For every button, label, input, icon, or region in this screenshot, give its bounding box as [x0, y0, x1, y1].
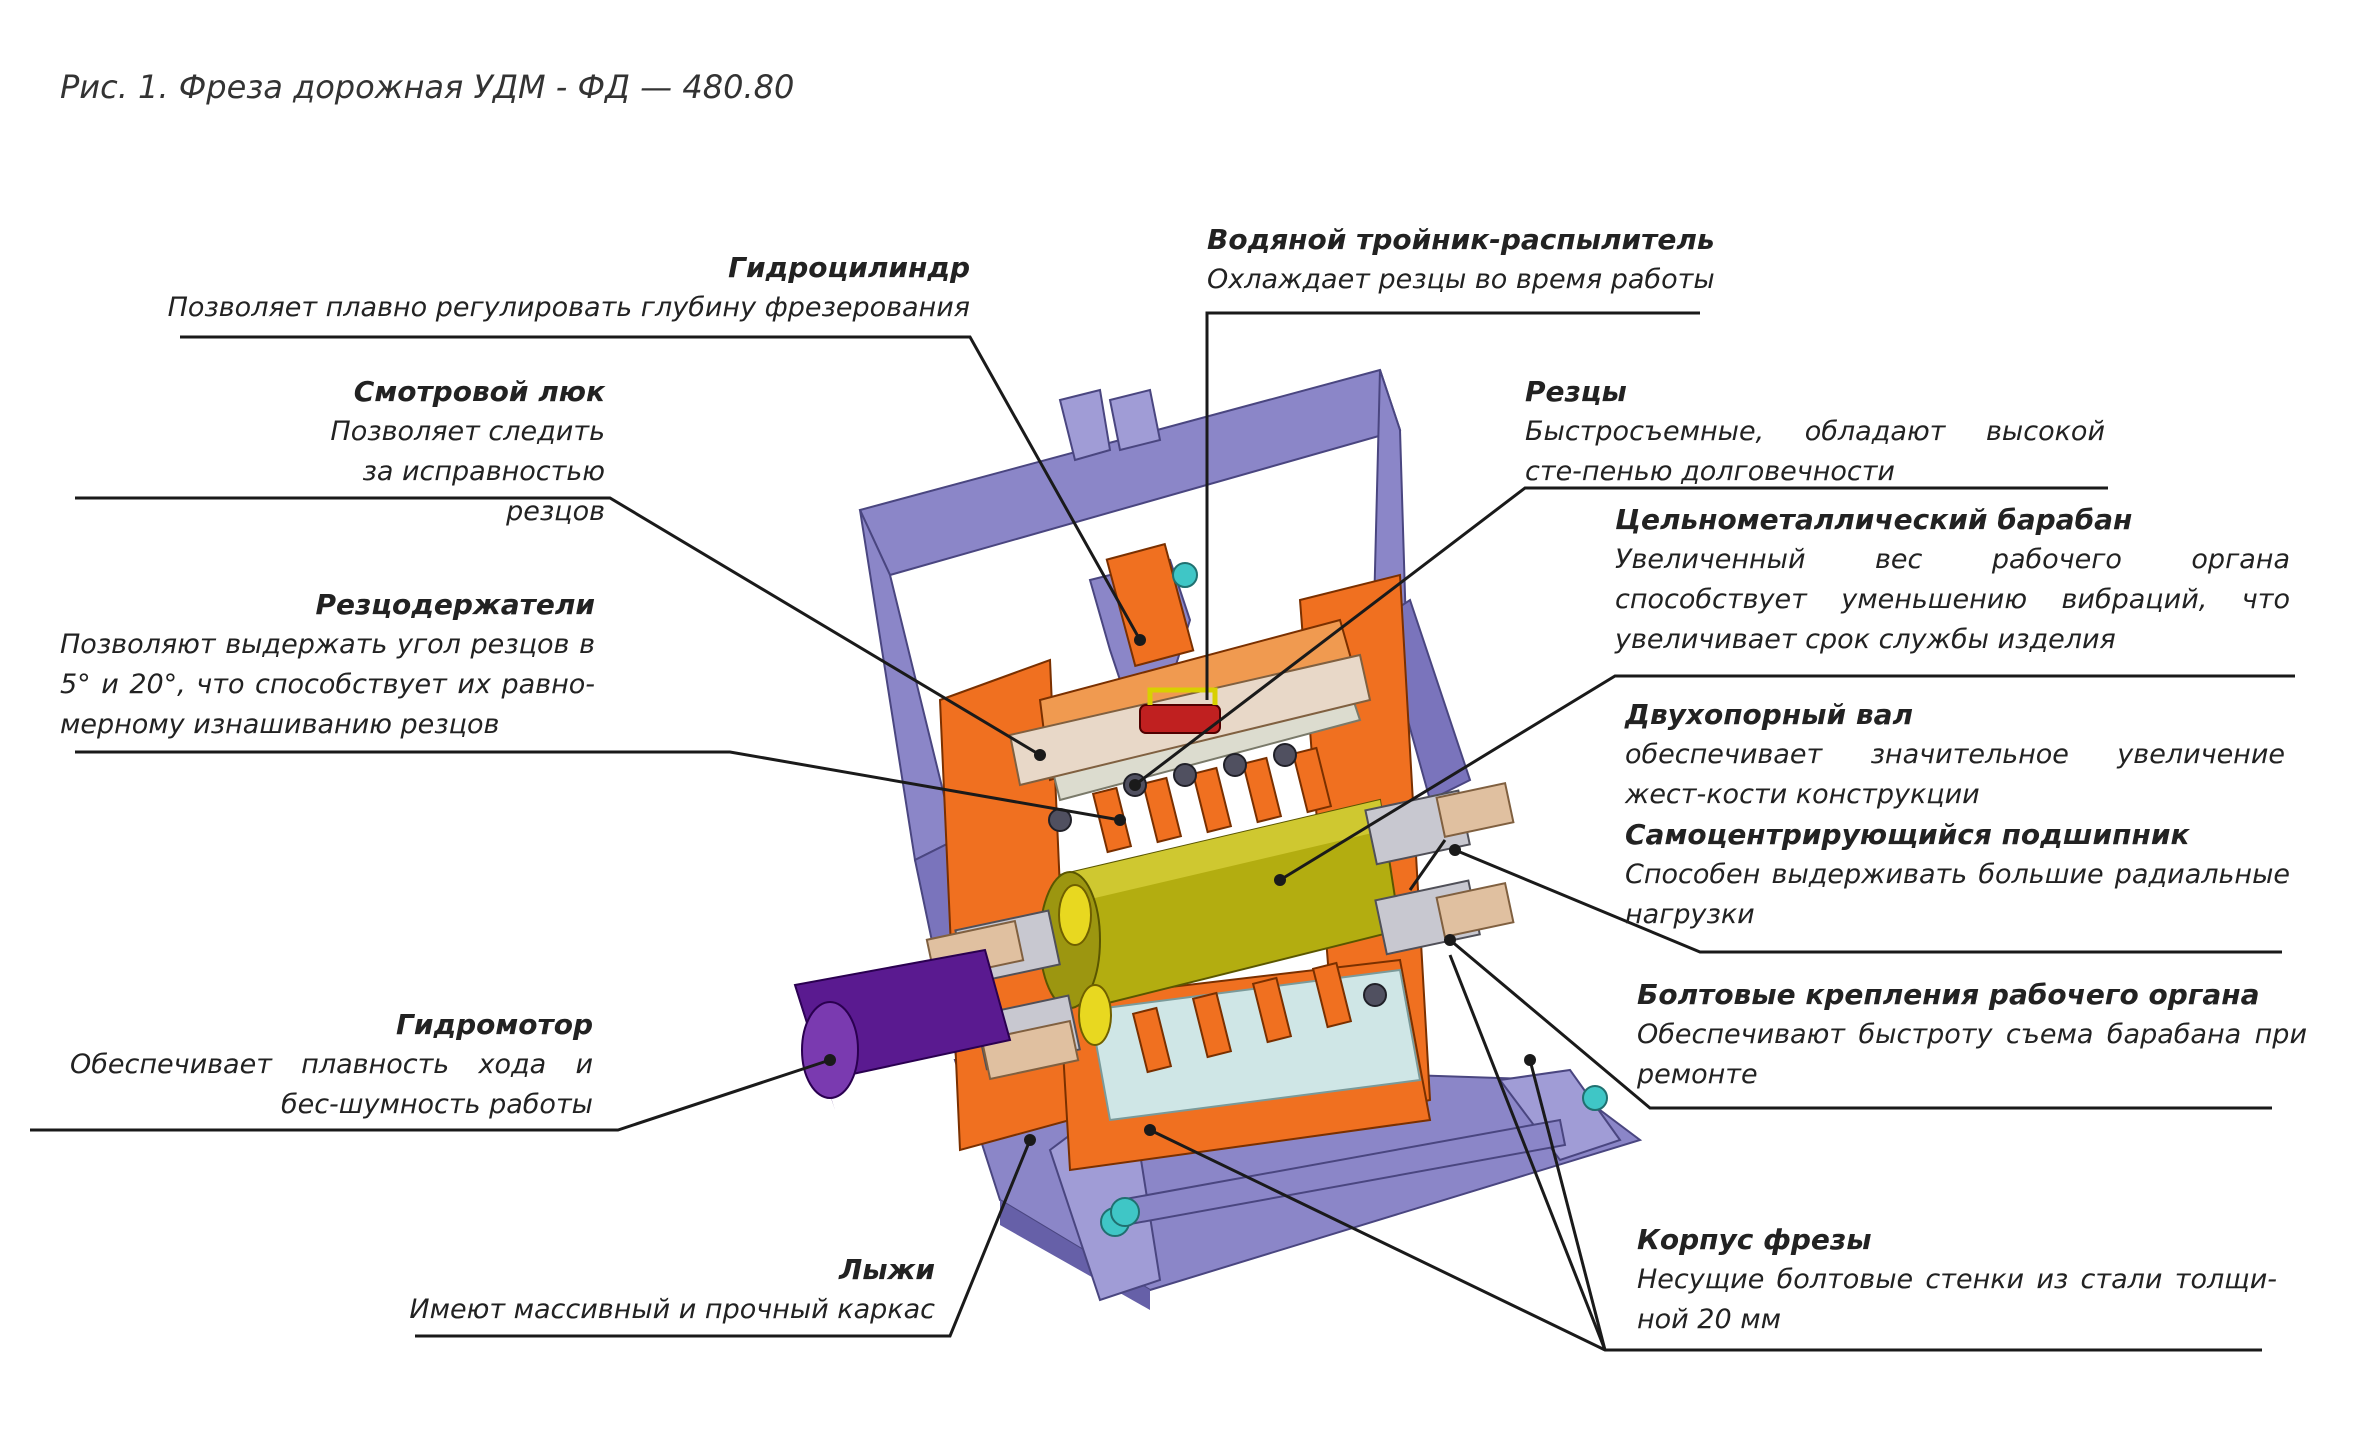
- label-title: Болтовые крепления рабочего органа: [1637, 978, 2260, 1011]
- label-desc: обеспечивает значительное увеличение жес…: [1625, 739, 2285, 810]
- leader-korpus-b: [1448, 954, 1607, 1351]
- label-vodyanoy: Водяной тройник-распылитель Охлаждает ре…: [1207, 220, 1727, 300]
- label-val: Двухопорный вал обеспечивает значительно…: [1625, 695, 2285, 815]
- label-title: Корпус фрезы: [1637, 1223, 1872, 1256]
- cutters: [1048, 743, 1387, 1007]
- leader-gidrocilindr: [180, 335, 1142, 641]
- label-title: Цельнометаллический барабан: [1615, 503, 2133, 536]
- label-lyzhi: Лыжи Имеют массивный и прочный каркас: [400, 1250, 935, 1330]
- leader-korpus-c: [1528, 1059, 1607, 1351]
- leader-gidromotor: [30, 1058, 831, 1132]
- leader-rezcoderzh: [75, 750, 1121, 822]
- label-desc: Охлаждает резцы во время работы: [1207, 264, 1715, 295]
- label-smotrovoy: Смотровой люк Позволяет следить за испра…: [60, 372, 605, 532]
- label-desc: Несущие болтовые стенки из стали толщи-н…: [1637, 1264, 2277, 1335]
- leader-vodyanoy: [1205, 311, 1700, 700]
- label-rezcy: Резцы Быстросъемные, обладают высокой ст…: [1525, 372, 2105, 492]
- leader-val: [1408, 839, 1447, 891]
- label-desc: Позволяет следить за исправностью резцов: [330, 416, 605, 527]
- label-desc: Обеспечивает плавность хода и бес-шумнос…: [70, 1049, 593, 1120]
- label-podshipnik: Самоцентрирующийся подшипник Способен вы…: [1625, 815, 2290, 935]
- label-title: Лыжи: [838, 1253, 935, 1286]
- label-desc: Позволяет плавно регулировать глубину фр…: [167, 292, 970, 323]
- label-title: Двухопорный вал: [1625, 698, 1913, 731]
- label-desc: Обеспечивают быстроту съема барабана при…: [1637, 1019, 2307, 1090]
- label-rezcoderzh: Резцодержатели Позволяют выдержать угол …: [60, 585, 595, 745]
- label-desc: Быстросъемные, обладают высокой сте-пень…: [1525, 416, 2105, 487]
- label-desc: Имеют массивный и прочный каркас: [409, 1294, 935, 1325]
- label-desc: Способен выдерживать большие радиальные …: [1625, 859, 2290, 930]
- label-desc: Увеличенный вес рабочего органа способст…: [1615, 544, 2290, 655]
- leader-smotrovoy: [75, 496, 1041, 757]
- label-title: Резцы: [1525, 375, 1627, 408]
- leader-dots: [824, 634, 1536, 1146]
- label-desc: Позволяют выдержать угол резцов в 5° и 2…: [60, 629, 595, 740]
- leader-lyzhi: [415, 1139, 1032, 1338]
- lower-roller: [1110, 1118, 1567, 1227]
- leader-lines: [30, 311, 2295, 1352]
- hydraulic-motor: [793, 948, 1012, 1110]
- label-gidrocilindr: Гидроцилиндр Позволяет плавно регулирова…: [150, 248, 970, 328]
- label-title: Гидроцилиндр: [728, 251, 970, 284]
- figure-caption: Рис. 1. Фреза дорожная УДМ - ФД — 480.80: [60, 68, 795, 106]
- label-title: Гидромотор: [396, 1008, 593, 1041]
- label-title: Водяной тройник-распылитель: [1207, 223, 1715, 256]
- label-baraban: Цельнометаллический барабан Увеличенный …: [1615, 500, 2290, 660]
- label-title: Самоцентрирующийся подшипник: [1625, 818, 2190, 851]
- leader-baraban: [1279, 674, 2295, 882]
- label-title: Резцодержатели: [315, 588, 595, 621]
- label-korpus: Корпус фрезы Несущие болтовые стенки из …: [1637, 1220, 2277, 1340]
- label-gidromotor: Гидромотор Обеспечивает плавность хода и…: [70, 1005, 593, 1125]
- label-title: Смотровой люк: [353, 375, 605, 408]
- leader-bolty: [1449, 938, 2272, 1110]
- milling-machine-illustration: [793, 368, 1643, 1310]
- leader-podshipnik: [1454, 848, 2282, 954]
- leader-rezcy: [1134, 486, 2108, 787]
- label-bolty: Болтовые крепления рабочего органа Обесп…: [1637, 975, 2307, 1095]
- coupling: [1058, 884, 1112, 1046]
